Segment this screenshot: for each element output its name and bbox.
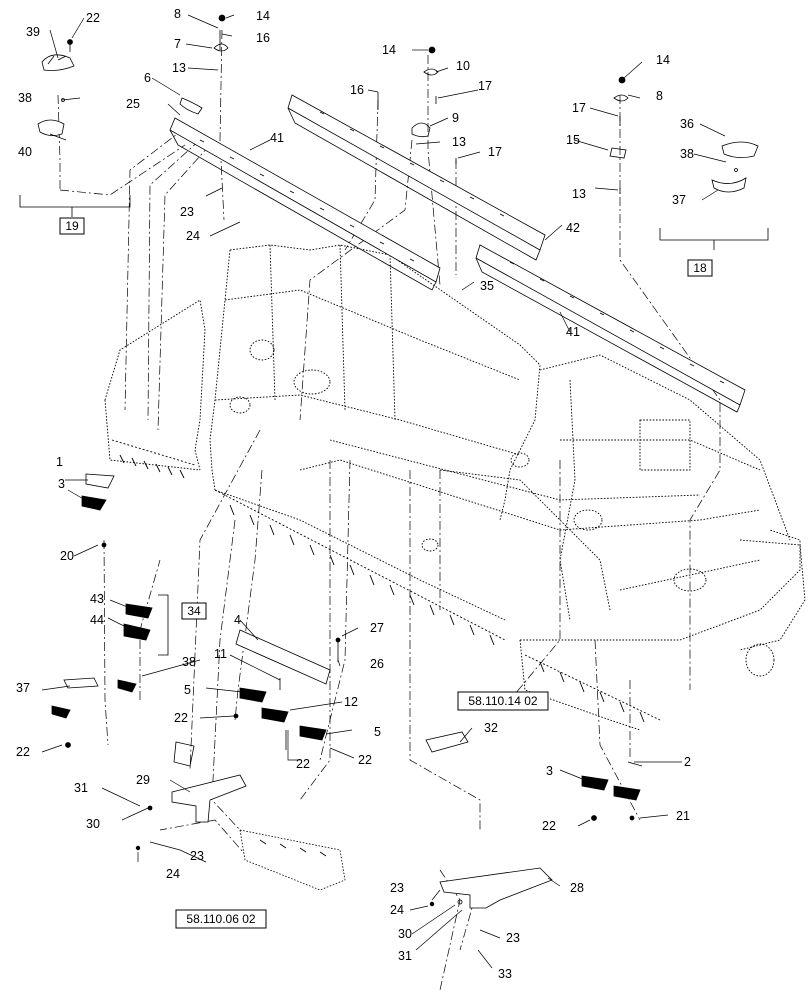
callout-23: 23	[180, 205, 194, 219]
callout-14: 14	[656, 53, 670, 67]
guard-row-right	[524, 654, 661, 723]
callout-30: 30	[398, 927, 412, 941]
angle-strip-41-left	[169, 117, 441, 291]
callout-21: 21	[676, 809, 690, 823]
angle-strip-42	[287, 94, 546, 261]
callout-22: 22	[358, 753, 372, 767]
callout-33: 33	[498, 967, 512, 981]
callout-43: 43	[90, 592, 104, 606]
callout-14: 14	[382, 43, 396, 57]
angle-strip-41-right	[475, 244, 746, 413]
callout-3: 3	[546, 764, 553, 778]
callout-11: 11	[214, 647, 227, 661]
group-bracket-18	[659, 228, 769, 250]
callout-17: 17	[572, 101, 586, 115]
callout-24: 24	[186, 229, 200, 243]
callout-39: 39	[26, 25, 40, 39]
callout-13: 13	[572, 187, 586, 201]
hardware-center-sections	[173, 629, 341, 767]
section-ref-link[interactable]: 58.110.14 02	[468, 694, 538, 708]
callout-10: 10	[456, 59, 470, 73]
callout-26: 26	[370, 657, 384, 671]
callout-14: 14	[256, 9, 270, 23]
callout-15: 15	[566, 133, 580, 147]
callout-leaders	[41, 14, 727, 969]
callout-42: 42	[566, 221, 580, 235]
callout-3: 3	[58, 477, 65, 491]
group-ref-34: 34	[187, 604, 201, 618]
callout-5: 5	[374, 725, 381, 739]
guard-row-center	[214, 489, 506, 646]
callout-28: 28	[570, 881, 584, 895]
callout-9: 9	[452, 111, 459, 125]
callout-23: 23	[190, 849, 204, 863]
hardware-right-sections	[425, 731, 643, 821]
callout-4: 4	[234, 613, 241, 627]
hardware-right-clips	[711, 141, 759, 193]
callout-32: 32	[484, 721, 498, 735]
callout-22: 22	[174, 711, 188, 725]
assembly-guides	[57, 29, 721, 991]
callout-44: 44	[90, 613, 104, 627]
callout-16: 16	[350, 83, 364, 97]
header-frame	[104, 244, 806, 731]
callout-27: 27	[370, 621, 384, 635]
callout-30: 30	[86, 817, 100, 831]
callout-37: 37	[16, 681, 30, 695]
callout-13: 13	[452, 135, 466, 149]
callout-31: 31	[398, 949, 412, 963]
callout-36: 36	[680, 117, 694, 131]
hardware-top-left	[37, 39, 75, 136]
callout-37: 37	[672, 193, 686, 207]
callout-12: 12	[344, 695, 358, 709]
callout-40: 40	[18, 145, 32, 159]
callout-38: 38	[18, 91, 32, 105]
callout-31: 31	[74, 781, 88, 795]
callout-35: 35	[480, 279, 494, 293]
callout-38: 38	[680, 147, 694, 161]
section-ref-link[interactable]: 58.110.06 02	[186, 912, 256, 926]
callout-1: 1	[56, 455, 63, 469]
group-bracket-19	[19, 195, 131, 217]
callout-23: 23	[390, 881, 404, 895]
callout-6: 6	[144, 71, 151, 85]
reference-boxes: 19 18 34 58.110.14 02 58.110.06 02	[59, 217, 713, 929]
callout-22: 22	[542, 819, 556, 833]
callout-22: 22	[86, 11, 100, 25]
callout-5: 5	[184, 683, 191, 697]
callout-29: 29	[136, 773, 150, 787]
callout-24: 24	[390, 903, 404, 917]
callout-41: 41	[270, 131, 284, 145]
callout-17: 17	[478, 79, 492, 93]
callout-8: 8	[174, 7, 181, 21]
callout-13: 13	[172, 61, 186, 75]
callout-labels: 1 3 20 43 44 38 37 22 4 11 5 12 22 5 22 …	[16, 7, 694, 981]
group-ref-18: 18	[693, 261, 707, 275]
guard-row-left	[111, 439, 196, 479]
callout-38: 38	[182, 655, 196, 669]
brackets-bottom	[135, 774, 553, 909]
callout-2: 2	[684, 755, 691, 769]
callout-17: 17	[488, 145, 502, 159]
callout-25: 25	[126, 97, 140, 111]
group-ref-19: 19	[65, 219, 79, 233]
callout-22: 22	[16, 745, 30, 759]
group-bracket-34	[158, 594, 169, 656]
hardware-left-sections	[51, 473, 153, 748]
callout-7: 7	[174, 37, 181, 51]
callout-20: 20	[60, 549, 74, 563]
callout-23: 23	[506, 931, 520, 945]
callout-22: 22	[296, 757, 310, 771]
callout-24: 24	[166, 867, 180, 881]
callout-8: 8	[656, 89, 663, 103]
callout-16: 16	[256, 31, 270, 45]
hardware-top-center	[179, 14, 629, 194]
callout-41: 41	[566, 325, 580, 339]
